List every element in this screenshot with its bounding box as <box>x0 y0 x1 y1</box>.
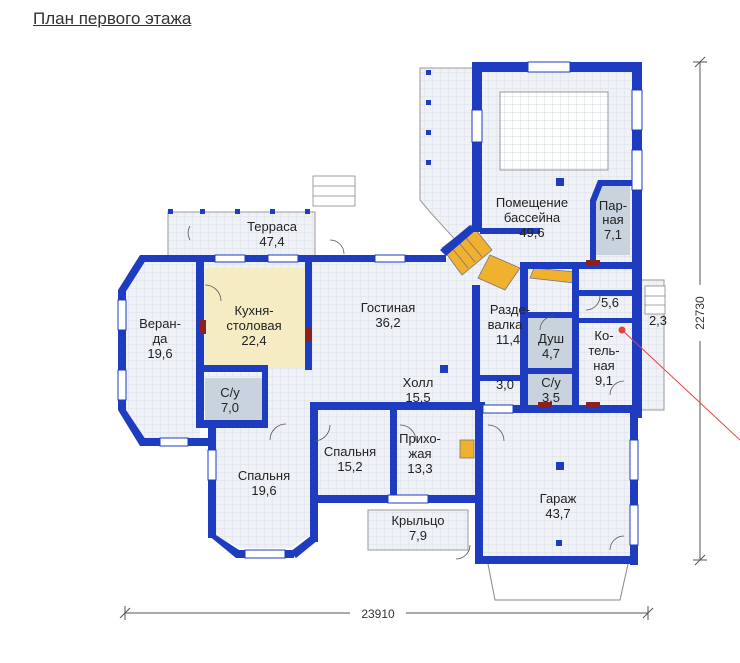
label-garage-name: Гараж <box>540 491 577 506</box>
dimension-width-label: 23910 <box>361 607 395 621</box>
floor-areas <box>122 67 665 560</box>
room-labels: Терраса 47,4 Помещение бассейна 49,6 Пар… <box>139 195 667 543</box>
page-title: План первого этажа <box>33 9 192 28</box>
garage-apron <box>487 563 629 601</box>
label-kitchen-area: 22,4 <box>241 333 266 348</box>
label-kitchen-name: Кухня- <box>234 303 273 318</box>
label-dressing-area: 11,4 <box>496 332 520 347</box>
label-boiler-name2: тель- <box>588 343 619 358</box>
label-terrace-area: 47,4 <box>259 234 284 249</box>
windows <box>117 61 643 559</box>
label-living-name: Гостиная <box>361 300 416 315</box>
label-veranda-area: 19,6 <box>147 346 172 361</box>
label-bed1-name: Спальня <box>238 468 290 483</box>
label-pool-name2: бассейна <box>504 210 561 225</box>
label-shower-area: 4,7 <box>542 346 560 361</box>
label-sauna-name2: ная <box>602 212 623 227</box>
label-garage-area: 43,7 <box>545 506 570 521</box>
doors <box>187 225 625 560</box>
label-wc1-name: С/у <box>220 385 240 400</box>
columns <box>168 70 600 546</box>
label-sauna-name: Пар- <box>599 198 627 213</box>
label-entry-area: 13,3 <box>407 461 432 476</box>
label-pool-area: 49,6 <box>519 225 544 240</box>
label-boiler-area: 9,1 <box>595 373 613 388</box>
label-bed2-area: 15,2 <box>337 459 362 474</box>
label-wc1-area: 7,0 <box>221 400 239 415</box>
label-corridor-area: 3,0 <box>496 377 514 392</box>
label-pool-name: Помещение <box>496 195 568 210</box>
label-living-area: 36,2 <box>375 315 400 330</box>
label-shower-name: Душ <box>538 331 564 346</box>
label-boiler-name: Ко- <box>594 328 613 343</box>
label-boiler-name3: ная <box>593 358 614 373</box>
dimension-height-label: 22730 <box>693 296 707 330</box>
label-terrace-name: Терраса <box>247 219 298 234</box>
label-dressing-name: Разде- <box>490 302 530 317</box>
label-entry-name: Прихо- <box>399 431 441 446</box>
label-veranda-name2: да <box>153 331 169 346</box>
label-porch-area: 7,9 <box>409 528 427 543</box>
label-entry-name2: жая <box>409 446 432 461</box>
label-porch-name: Крыльцо <box>391 513 444 528</box>
label-kitchen-name2: столовая <box>226 318 281 333</box>
label-small2-area: 2,3 <box>649 313 667 328</box>
label-hall-area: 15,5 <box>405 390 430 405</box>
label-small1-area: 5,6 <box>601 295 619 310</box>
label-sauna-area: 7,1 <box>604 227 622 242</box>
steps <box>312 175 666 315</box>
label-wc2-area: 3,5 <box>542 390 560 405</box>
label-bed2-name: Спальня <box>324 444 376 459</box>
label-veranda-name: Веран- <box>139 316 181 331</box>
label-bed1-area: 19,6 <box>251 483 276 498</box>
label-wc2-name: С/у <box>541 375 561 390</box>
label-hall-name: Холл <box>403 375 434 390</box>
label-dressing-name2: валка <box>488 317 524 332</box>
location-marker <box>618 326 740 441</box>
